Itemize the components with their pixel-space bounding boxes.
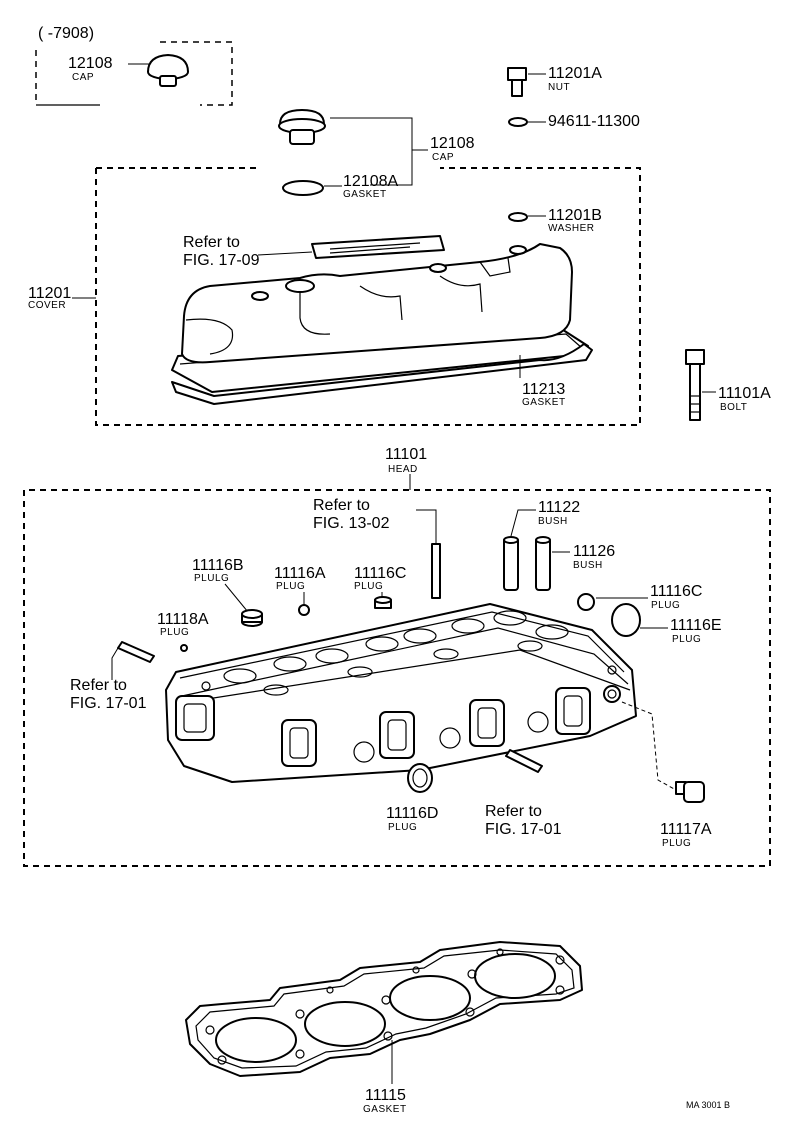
ref-1709-line2: FIG. 17-09 [183, 252, 260, 269]
ref-1709-line1: Refer to [183, 234, 240, 251]
plug-b-number: 11116B [192, 557, 244, 574]
plug-c2-icon [577, 593, 595, 611]
bush-b-number: 11126 [573, 543, 615, 560]
old-cap-inset: ( -7908) 12108 CAP [35, 25, 233, 106]
bush-b-name: BUSH [573, 560, 603, 571]
cylinder-head-icon [165, 603, 637, 783]
bush-b-icon [535, 536, 551, 591]
plug-a-number: 11116A [274, 565, 326, 582]
head-group: 11101 HEAD Refer to FIG. 13-02 11122 BUS… [23, 446, 771, 867]
plug-e-name: PLUG [672, 634, 701, 645]
washer-icon [508, 212, 528, 222]
cover-gasket-number: 11213 [522, 381, 565, 398]
plug-a-name: PLUG [276, 581, 305, 592]
name-plate-icon [311, 235, 445, 259]
head-gasket-part: 11115 GASKET [185, 941, 583, 1115]
head-gasket-number: 11115 [365, 1087, 406, 1104]
dowel-pin-left-icon [117, 641, 155, 663]
bolt-part: 11101A BOLT [685, 349, 771, 421]
cap-name: CAP [432, 152, 454, 163]
cap-part: 12108 CAP [278, 109, 475, 186]
plug-e-icon [611, 603, 641, 637]
cap-gasket-name: GASKET [343, 189, 387, 200]
washer-name: WASHER [548, 223, 595, 234]
plug-c-number: 11116C [354, 565, 406, 582]
dowel-pin-bottom-icon [505, 749, 543, 773]
ref-1701-bottom-line1: Refer to [485, 803, 542, 820]
plug-118a-number: 11118A [157, 611, 209, 628]
nut-icon [507, 67, 527, 97]
plug-c2-number: 11116C [650, 583, 702, 600]
plug-118a-icon [180, 644, 188, 652]
bolt-number: 11101A [718, 385, 771, 402]
cover-group: 11201 COVER 11201B WASHER Refer to FIG. … [28, 167, 641, 426]
ref-1701-left-line1: Refer to [70, 677, 127, 694]
cap-icon [278, 109, 326, 145]
plug-b-name: PLULG [194, 573, 229, 584]
figure-code: MA 3001 B [686, 1100, 730, 1110]
head-name: HEAD [388, 464, 418, 475]
stud-icon [431, 543, 441, 599]
plug-d-icon [407, 763, 433, 793]
plug-e-number: 11116E [670, 617, 722, 634]
bolt-icon [685, 349, 705, 421]
bush-a-number: 11122 [538, 499, 580, 516]
ref-1701-bottom-line2: FIG. 17-01 [485, 821, 562, 838]
washer-number: 11201B [548, 207, 602, 224]
head-gasket-icon [185, 941, 583, 1077]
cap-gasket-number: 12108A [343, 173, 398, 190]
head-gasket-name: GASKET [363, 1104, 407, 1115]
ref-1701-left-line2: FIG. 17-01 [70, 695, 147, 712]
plug-117a-name: PLUG [662, 838, 691, 849]
cap-small-icon [147, 54, 189, 87]
cover-gasket-icon [171, 343, 593, 405]
plug-c-icon [374, 596, 392, 609]
plug-b-icon [241, 609, 263, 627]
plug-c-name: PLUG [354, 581, 383, 592]
serial-range-label: ( -7908) [38, 25, 94, 42]
plug-d-name: PLUG [388, 822, 417, 833]
cap-old-number: 12108 [68, 55, 113, 72]
bush-a-icon [503, 536, 519, 591]
nut-name: NUT [548, 82, 570, 93]
plug-118a-name: PLUG [160, 627, 189, 638]
washer-code-number: 94611-11300 [548, 113, 640, 130]
cap-number: 12108 [430, 135, 475, 152]
plug-c2-name: PLUG [651, 600, 680, 611]
ref-1302-line2: FIG. 13-02 [313, 515, 390, 532]
cap-gasket-part: 12108A GASKET [282, 173, 398, 200]
ref-1302-line1: Refer to [313, 497, 370, 514]
cover-gasket-name: GASKET [522, 397, 566, 408]
valve-cover-icon [171, 243, 589, 393]
washer-ring-icon [508, 117, 528, 127]
nut-number: 11201A [548, 65, 602, 82]
plug-117a-number: 11117A [660, 821, 712, 838]
plug-d-number: 11116D [386, 805, 438, 822]
cover-name: COVER [28, 300, 66, 311]
bolt-name: BOLT [720, 402, 747, 413]
plug-117a-icon [675, 781, 705, 803]
cap-old-name: CAP [72, 72, 94, 83]
nut-part: 11201A NUT [507, 65, 602, 97]
cover-number: 11201 [28, 285, 71, 302]
head-number: 11101 [385, 446, 427, 463]
bush-a-name: BUSH [538, 516, 568, 527]
plug-a-icon [298, 604, 310, 616]
washer-code-part: 94611-11300 [508, 113, 640, 130]
cap-gasket-ring-icon [282, 180, 324, 196]
